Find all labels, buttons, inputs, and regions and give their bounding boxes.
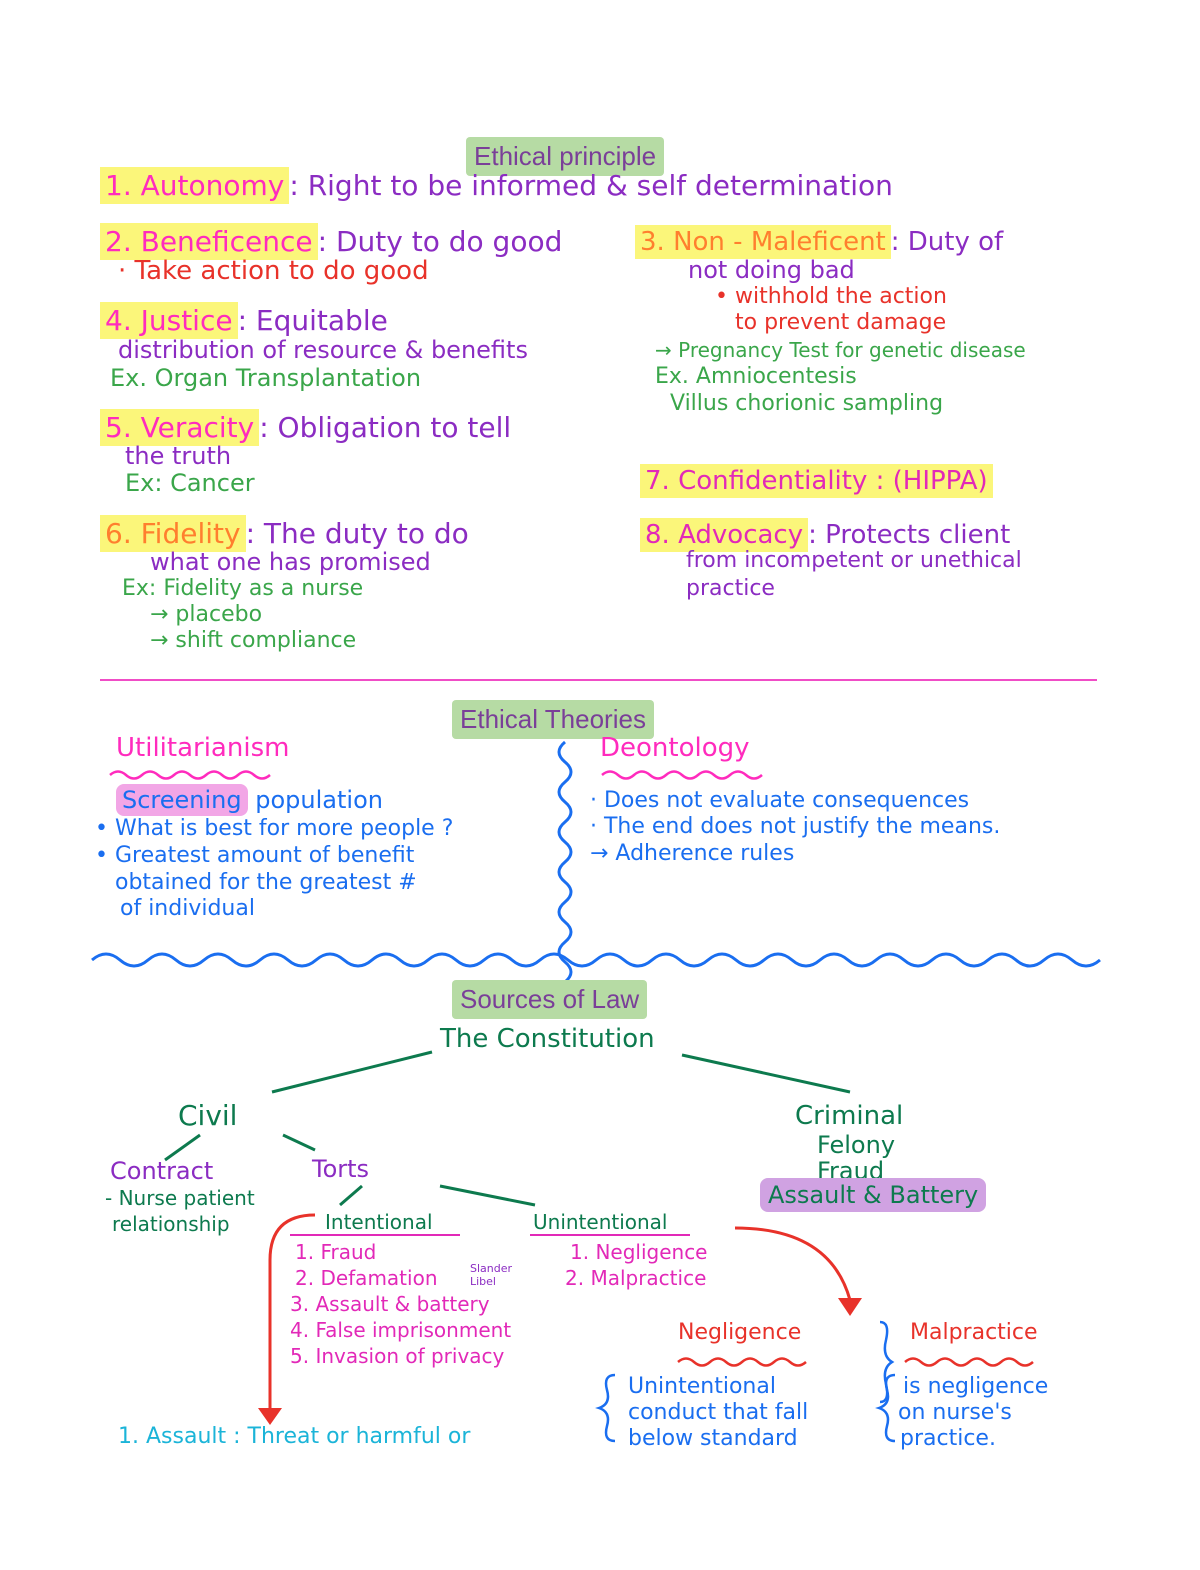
utilitarianism-line2: • What is best for more people ? — [95, 816, 454, 841]
unintentional-item-1: 1. Negligence — [570, 1240, 708, 1264]
utilitarianism-line3: • Greatest amount of benefit — [95, 843, 415, 868]
unintentional-title: Unintentional — [533, 1210, 668, 1234]
law-torts: Torts — [312, 1155, 370, 1183]
nonmaleficence-sub1: • withhold the action — [715, 284, 947, 309]
advocacy-text3: practice — [686, 576, 775, 601]
negligence-line1: Unintentional — [628, 1374, 776, 1399]
principle-advocacy: 8. Advocacy: Protects client — [640, 518, 1011, 552]
advocacy-text: : Protects client — [808, 520, 1011, 550]
intentional-item-2: 2. Defamation — [295, 1266, 438, 1290]
deontology-line3: → Adherence rules — [590, 841, 795, 866]
law-civil: Civil — [178, 1099, 238, 1132]
principle-fidelity: 6. Fidelity: The duty to do — [100, 515, 469, 552]
principle-confidentiality: 7. Confidentiality : (HIPPA) — [640, 464, 993, 498]
fidelity-example2: → placebo — [150, 602, 263, 627]
nonmaleficence-text2: not doing bad — [688, 256, 855, 284]
deontology-line2: · The end does not justify the means. — [590, 814, 1001, 839]
malpractice-title: Malpractice — [910, 1320, 1038, 1345]
principle-autonomy: 1. Autonomy: Right to be informed & self… — [100, 167, 893, 204]
justice-text2: distribution of resource & benefits — [118, 336, 528, 364]
justice-text: : Equitable — [237, 304, 388, 337]
theories-heading: Ethical Theories — [452, 700, 654, 739]
contract-line1: - Nurse patient — [105, 1186, 255, 1210]
unintentional-item-2: 2. Malpractice — [565, 1266, 707, 1290]
principles-heading: Ethical principle — [466, 137, 665, 176]
wavy-divider — [91, 952, 1101, 968]
fidelity-text: : The duty to do — [245, 517, 469, 550]
screening-highlight: Screening — [116, 784, 248, 816]
criminal-item3: Assault & Battery — [760, 1178, 987, 1212]
arrow-to-assault — [268, 1213, 316, 1408]
law-heading: Sources of Law — [452, 980, 648, 1019]
criminal-title: Criminal — [795, 1101, 904, 1131]
deontology-title: Deontology — [600, 733, 750, 763]
malpractice-line1: is negligence — [903, 1374, 1049, 1399]
veracity-text2: the truth — [125, 442, 232, 470]
confidentiality-label: 7. Confidentiality : (HIPPA) — [640, 464, 993, 498]
theory-separator-squiggle — [557, 740, 573, 984]
defamation-note1: Slander — [470, 1262, 513, 1275]
fidelity-text2: what one has promised — [150, 548, 431, 576]
malpractice-line2: on nurse's — [898, 1400, 1012, 1425]
deontology-line1: · Does not evaluate consequences — [590, 788, 970, 813]
principle-justice: 4. Justice: Equitable — [100, 302, 388, 339]
fidelity-example: Ex: Fidelity as a nurse — [122, 576, 364, 601]
defamation-note2: Libel — [470, 1275, 496, 1288]
fidelity-example3: → shift compliance — [150, 628, 357, 653]
utilitarianism-line5: of individual — [120, 896, 255, 921]
malpractice-line3: practice. — [900, 1426, 996, 1451]
nonmaleficence-sub3: → Pregnancy Test for genetic disease — [655, 338, 1026, 362]
nonmaleficence-sub2: to prevent damage — [735, 310, 947, 335]
intentional-item-3: 3. Assault & battery — [290, 1292, 490, 1316]
contract-line2: relationship — [112, 1212, 230, 1236]
principle-veracity: 5. Veracity: Obligation to tell — [100, 409, 512, 446]
principle-beneficence: 2. Beneficence: Duty to do good — [100, 223, 563, 260]
nonmaleficence-label: 3. Non - Maleficent — [635, 225, 891, 259]
autonomy-label: 1. Autonomy — [100, 167, 290, 204]
intentional-item-5: 5. Invasion of privacy — [290, 1344, 505, 1368]
justice-example: Ex. Organ Transplantation — [110, 364, 422, 392]
utilitarianism-line1: Screening population — [116, 784, 383, 816]
utilitarianism-title: Utilitarianism — [116, 733, 290, 763]
nonmaleficence-example2: Villus chorionic sampling — [670, 391, 944, 416]
contract-title: Contract — [110, 1157, 214, 1185]
assault-definition: 1. Assault : Threat or harmful or — [118, 1424, 471, 1449]
nonmaleficence-example1: Ex. Amniocentesis — [655, 364, 857, 389]
criminal-item1: Felony — [817, 1131, 896, 1159]
veracity-label: 5. Veracity — [100, 409, 260, 446]
utilitarianism-line4: obtained for the greatest # — [115, 870, 417, 895]
justice-label: 4. Justice — [100, 302, 238, 339]
intentional-item-4: 4. False imprisonment — [290, 1318, 512, 1342]
veracity-example: Ex: Cancer — [125, 469, 255, 497]
veracity-text: : Obligation to tell — [259, 411, 512, 444]
arrow-to-negligence — [734, 1226, 852, 1301]
nonmaleficence-text: : Duty of — [890, 227, 1004, 257]
negligence-title: Negligence — [678, 1320, 802, 1345]
advocacy-text2: from incompetent or unethical — [686, 548, 1022, 573]
beneficence-sub: · Take action to do good — [118, 256, 429, 286]
advocacy-label: 8. Advocacy — [640, 518, 809, 552]
beneficence-label: 2. Beneficence — [100, 223, 318, 260]
autonomy-text: : Right to be informed & self determinat… — [289, 169, 893, 202]
beneficence-text: : Duty to do good — [317, 225, 563, 258]
negligence-line2: conduct that fall — [628, 1400, 809, 1425]
negligence-line3: below standard — [628, 1426, 798, 1451]
principle-nonmaleficence: 3. Non - Maleficent: Duty of — [635, 225, 1004, 259]
fidelity-label: 6. Fidelity — [100, 515, 246, 552]
law-root: The Constitution — [440, 1024, 655, 1054]
intentional-item-1: 1. Fraud — [295, 1240, 377, 1264]
intentional-title: Intentional — [325, 1210, 433, 1234]
